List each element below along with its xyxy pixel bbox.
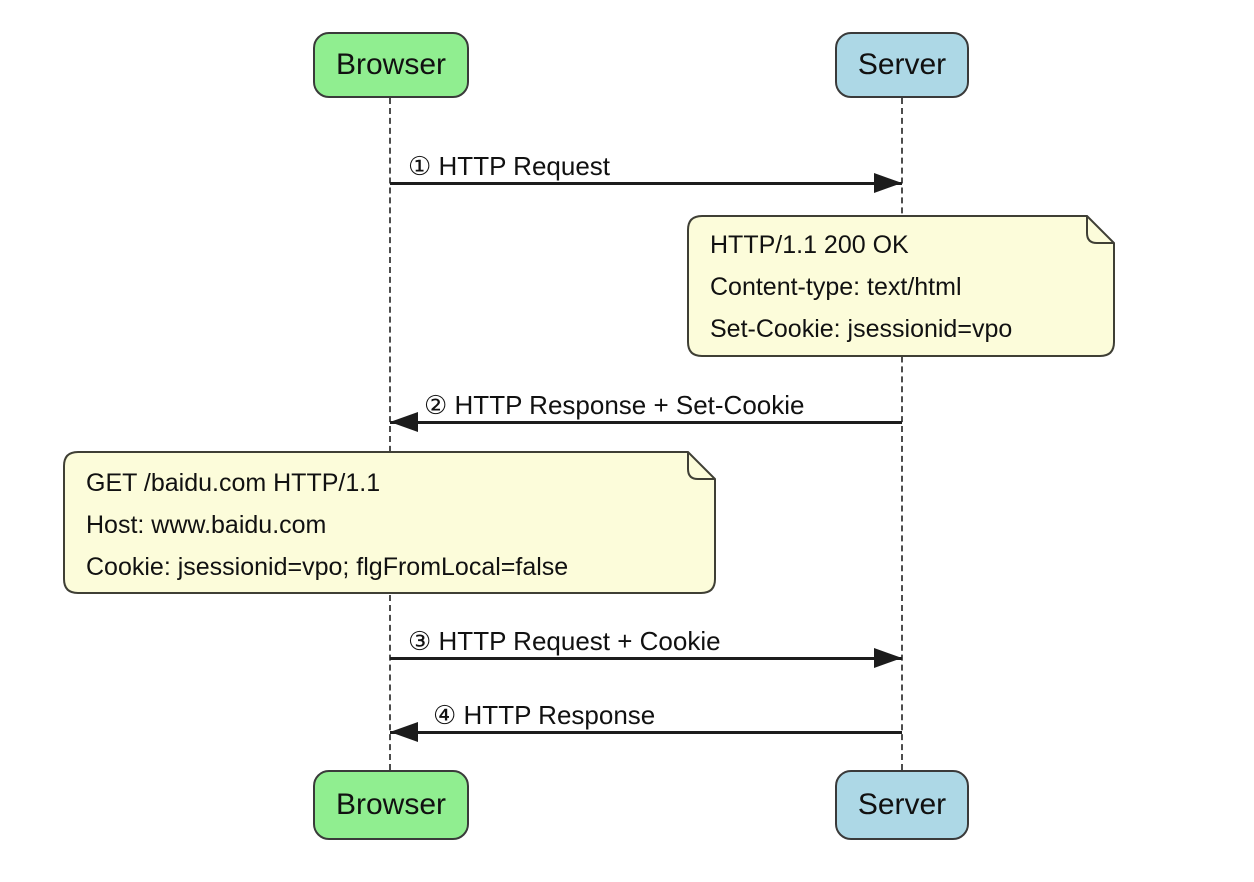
note-browser-request-body <box>63 451 716 594</box>
note-line: Content-type: text/html <box>710 273 962 301</box>
note-line: Host: www.baidu.com <box>86 511 327 539</box>
message-4-arrowhead-icon <box>390 722 418 742</box>
note-line: Set-Cookie: jsessionid=vpo <box>710 315 1013 343</box>
actor-server-top-label: Server <box>857 48 947 81</box>
actor-browser-top: Browser <box>313 32 469 98</box>
note-server-response <box>687 215 1115 357</box>
message-3-arrowhead-icon <box>874 648 902 668</box>
note-server-response-body <box>687 215 1115 357</box>
message-4-line <box>390 731 902 734</box>
note-server-response-fold-icon <box>1086 216 1114 244</box>
actor-server-top: Server <box>835 32 969 98</box>
note-server-response-text: HTTP/1.1 200 OK Content-type: text/html … <box>710 224 1012 350</box>
server-lifeline <box>901 98 903 770</box>
message-1-line <box>390 182 902 185</box>
message-4-label: ④ HTTP Response <box>433 700 656 730</box>
message-1-label: ① HTTP Request <box>408 151 611 181</box>
message-3-line <box>390 657 902 660</box>
actor-server-bottom-label: Server <box>857 788 947 821</box>
note-browser-request-text: GET /baidu.com HTTP/1.1 Host: www.baidu.… <box>86 462 568 588</box>
message-2-line <box>390 421 902 424</box>
message-3-label: ③ HTTP Request + Cookie <box>408 626 721 656</box>
note-browser-request <box>63 451 716 594</box>
actor-server-bottom: Server <box>835 770 969 840</box>
message-2-label: ② HTTP Response + Set-Cookie <box>424 390 805 420</box>
note-browser-request-fold-icon <box>687 452 715 480</box>
note-line: HTTP/1.1 200 OK <box>710 231 909 259</box>
actor-browser-bottom-label: Browser <box>335 788 447 821</box>
message-2-arrowhead-icon <box>390 412 418 432</box>
note-line: Cookie: jsessionid=vpo; flgFromLocal=fal… <box>86 553 569 581</box>
message-1-arrowhead-icon <box>874 173 902 193</box>
actor-browser-bottom: Browser <box>313 770 469 840</box>
browser-lifeline <box>389 98 391 770</box>
actor-browser-top-label: Browser <box>335 48 447 81</box>
note-line: GET /baidu.com HTTP/1.1 <box>86 469 381 497</box>
